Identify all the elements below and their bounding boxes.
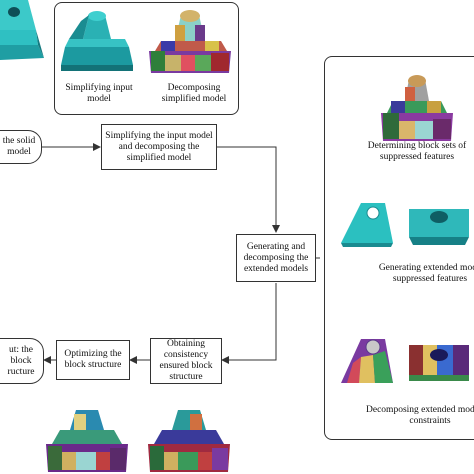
consistency-label: Obtaining consistency ensured block stru… — [159, 339, 213, 382]
caption-block-sets: Determining block sets of suppressed fea… — [367, 141, 467, 162]
decomposed-model-image — [149, 10, 231, 73]
right-panel: Determining block sets of suppressed fea… — [324, 56, 474, 440]
optimized-model-image-2 — [148, 410, 230, 472]
simplify-decompose-box: Simplifying the input model and decompos… — [101, 124, 217, 170]
output-terminal: ut: the block ructure — [0, 338, 44, 384]
block-sets-model-image — [381, 75, 453, 141]
top-panel: Simplifying input model Decomposing simp… — [54, 2, 239, 115]
generate-extended-box: Generating and decomposing the extended … — [236, 234, 316, 282]
generate-extended-label: Generating and decomposing the extended … — [243, 241, 309, 274]
input-terminal-label: the solid model — [2, 136, 36, 157]
decomposed-extended-image — [341, 339, 469, 383]
consistency-box: Obtaining consistency ensured block stru… — [150, 338, 222, 384]
simplify-decompose-label: Simplifying the input model and decompos… — [105, 130, 213, 163]
optimized-model-image-1 — [46, 410, 128, 472]
cropped-input-model-image — [0, 0, 44, 60]
caption-extended: Generating extended moda suppressed feat… — [378, 263, 474, 284]
extended-models-image — [341, 203, 469, 247]
caption-simplifying: Simplifying input model — [65, 83, 133, 104]
caption-decomposing: Decomposing simplified model — [161, 83, 227, 104]
optimize-box: Optimizing the block structure — [56, 340, 130, 380]
output-terminal-label: ut: the block ructure — [7, 344, 35, 377]
arrow-simplify-to-generate — [217, 146, 280, 233]
optimize-label: Optimizing the block structure — [64, 349, 122, 370]
caption-decompose-extended: Decomposing extended mod with constraint… — [366, 405, 474, 426]
arrow-generate-to-consistency — [221, 283, 277, 364]
input-terminal: the solid model — [0, 130, 42, 164]
simplified-model-image — [61, 11, 133, 71]
